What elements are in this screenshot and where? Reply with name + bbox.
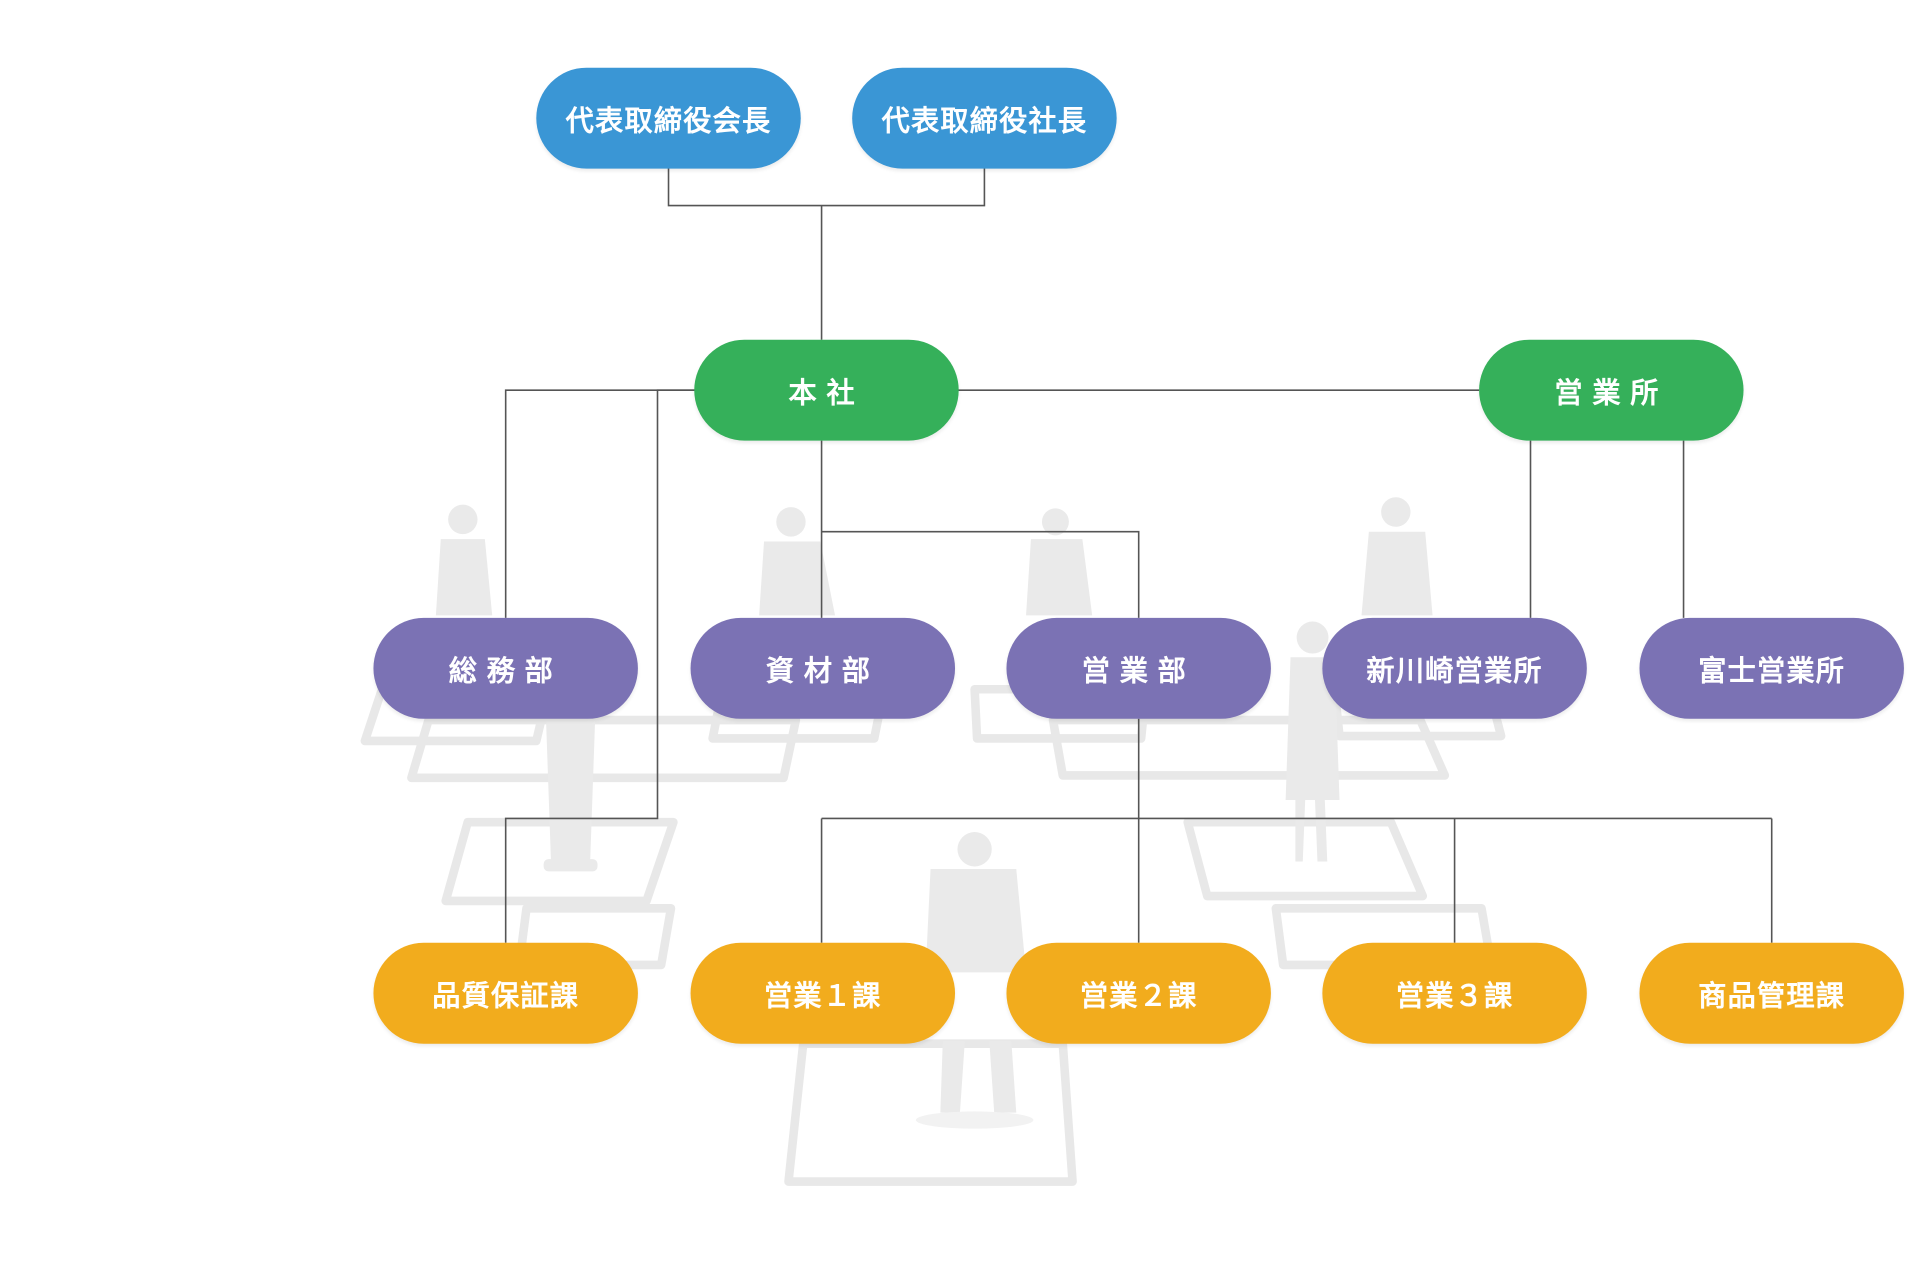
figure-person (435, 504, 493, 616)
connector-executives-to-head-office (667, 167, 986, 340)
floor-tile (441, 817, 678, 906)
node-general-affairs-dept: 総務部 (373, 617, 638, 719)
figure-person (915, 832, 1034, 1129)
connector-sales-offices-to-branches (1529, 440, 1685, 618)
node-shinkawasaki-office: 新川崎営業所 (1322, 617, 1587, 719)
node-president: 代表取締役社長 (852, 67, 1117, 169)
node-sales-offices: 営業所 (1479, 339, 1744, 441)
node-head-office: 本社 (694, 339, 959, 441)
node-materials-dept: 資材部 (690, 617, 956, 719)
figure-person (1026, 508, 1093, 616)
node-product-management-section: 商品管理課 (1639, 942, 1904, 1044)
connector-head-office-to-quality-assurance (504, 389, 696, 943)
node-sales-section-1: 営業１課 (690, 942, 956, 1044)
node-chairman: 代表取締役会長 (536, 67, 801, 169)
connector-sales-dept-to-sections (820, 718, 1773, 943)
floor-tile (784, 1039, 1077, 1186)
node-fuji-office: 富士営業所 (1639, 617, 1904, 719)
node-sales-section-2: 営業２課 (1006, 942, 1271, 1044)
figure-person (1361, 497, 1433, 616)
connector-head-office-to-departments (820, 440, 1140, 618)
node-sales-dept: 営業部 (1006, 617, 1271, 719)
node-sales-section-3: 営業３課 (1322, 942, 1587, 1044)
floor-tile (407, 715, 801, 783)
figure-person (543, 721, 598, 872)
connector-head-office-to-general-affairs (504, 389, 696, 618)
figure-person (1285, 621, 1340, 862)
figure-person (759, 507, 836, 616)
node-quality-assurance-section: 品質保証課 (373, 942, 638, 1044)
